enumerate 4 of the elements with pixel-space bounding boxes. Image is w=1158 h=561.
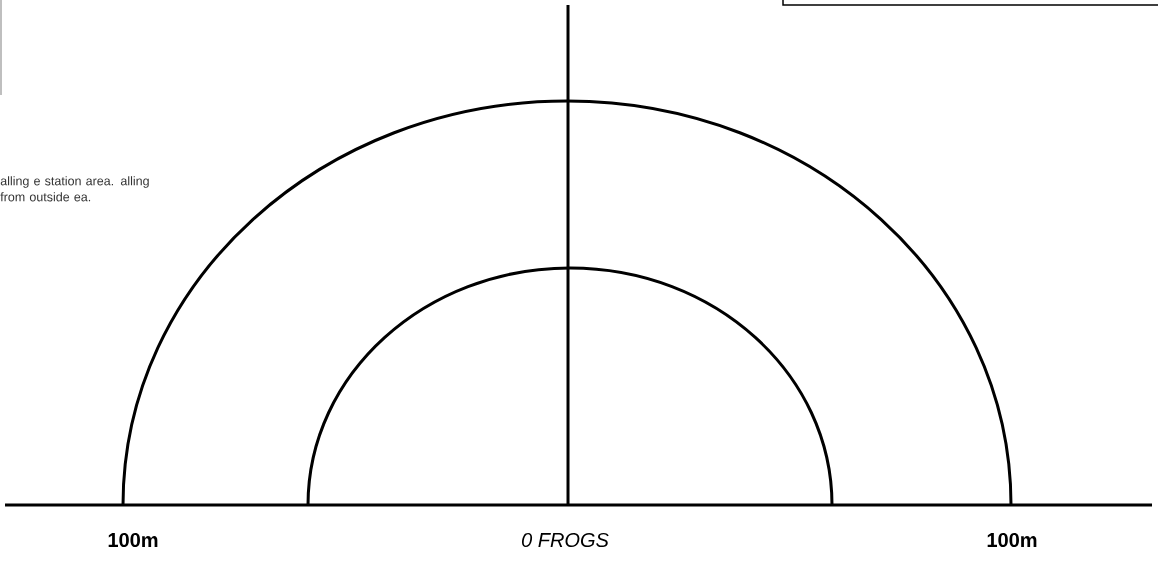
handwritten-note: 0 FROGS bbox=[522, 532, 609, 548]
distance-label: 100m bbox=[987, 532, 1037, 548]
note-text: alling e station area. alling from outside ea. bbox=[0, 176, 149, 202]
distance-label: 100m bbox=[108, 532, 158, 548]
